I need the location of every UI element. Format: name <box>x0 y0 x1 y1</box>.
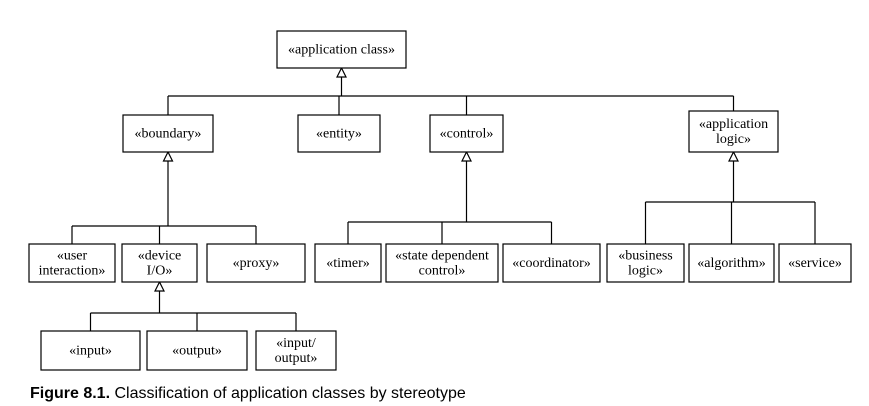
box-application-logic-frame <box>688 110 779 153</box>
box-coordinator: «coordinator» <box>502 243 601 283</box>
box-entity-label-1: «entity» <box>316 127 362 142</box>
box-input: «input» <box>40 330 141 371</box>
box-business-logic-label-2: logic» <box>628 264 663 279</box>
stereotype-hierarchy-diagram: «application class» «boundary» «entity» «co… <box>28 30 852 371</box>
box-coordinator-label-1: «coordinator» <box>512 256 591 271</box>
caption-text: Classification of application classes by… <box>110 385 466 402</box>
box-input-output-label-2: output» <box>275 351 318 366</box>
box-service-label-1: «service» <box>788 256 842 271</box>
box-input-output-label-1: «input/ <box>276 336 316 351</box>
box-entity-frame <box>297 114 381 153</box>
box-output: «output» <box>146 330 248 371</box>
box-proxy-label-1: «proxy» <box>233 256 280 271</box>
generalization-edges <box>71 66 816 331</box>
box-boundary: «boundary» <box>122 114 214 153</box>
box-device-io-label-1: «device <box>138 249 182 264</box>
box-application-logic-label-1: «application <box>699 117 768 132</box>
box-business-logic-frame <box>606 243 685 283</box>
box-input-output: «input/output» <box>255 330 337 371</box>
box-device-io-frame <box>121 243 198 283</box>
box-state-dependent-control-frame <box>385 243 499 283</box>
box-entity: «entity» <box>297 114 381 153</box>
box-algorithm-frame <box>688 243 775 283</box>
box-proxy-frame <box>206 243 306 283</box>
box-control-frame <box>429 114 504 153</box>
box-coordinator-frame <box>502 243 601 283</box>
box-device-io-label-2: I/O» <box>147 264 173 279</box>
box-boundary-label-1: «boundary» <box>135 127 202 142</box>
box-input-frame <box>40 330 141 371</box>
edge-boundary-arrowhead <box>162 150 174 162</box>
edge-application-logic-arrowhead <box>728 150 739 162</box>
box-input-output-frame <box>255 330 337 371</box>
box-state-dependent-control-label-2: control» <box>419 264 466 279</box>
box-algorithm: «algorithm» <box>688 243 775 283</box>
box-service-frame <box>778 243 852 283</box>
class-boxes: «application class» «boundary» «entity» «co… <box>28 30 852 371</box>
box-application-class-label-1: «application class» <box>288 43 395 58</box>
edge-application-class-arrowhead <box>336 66 347 78</box>
box-output-label-1: «output» <box>172 344 222 359</box>
edge-device-io-arrowhead <box>154 280 165 292</box>
box-boundary-frame <box>122 114 214 153</box>
caption-label: Figure 8.1. <box>30 385 111 402</box>
figure-caption: Figure 8.1. Classification of applicatio… <box>30 385 466 403</box>
box-timer: «timer» <box>314 243 382 283</box>
box-user-interaction-label-1: «user <box>57 249 88 264</box>
box-algorithm-label-1: «algorithm» <box>697 256 765 271</box>
box-state-dependent-control-label-1: «state dependent <box>395 249 489 264</box>
edge-control-arrowhead <box>461 150 472 162</box>
box-control-label-1: «control» <box>440 127 494 142</box>
box-business-logic-label-1: «business <box>618 249 672 264</box>
box-user-interaction-frame <box>28 243 116 283</box>
box-timer-label-1: «timer» <box>326 256 370 271</box>
box-application-logic-label-2: logic» <box>716 132 751 147</box>
box-proxy: «proxy» <box>206 243 306 283</box>
box-control: «control» <box>429 114 504 153</box>
box-timer-frame <box>314 243 382 283</box>
box-service: «service» <box>778 243 852 283</box>
box-application-class-frame <box>276 30 407 69</box>
box-application-class: «application class» <box>276 30 407 69</box>
box-input-label-1: «input» <box>69 344 112 359</box>
box-user-interaction-label-2: interaction» <box>39 264 106 279</box>
box-output-frame <box>146 330 248 371</box>
